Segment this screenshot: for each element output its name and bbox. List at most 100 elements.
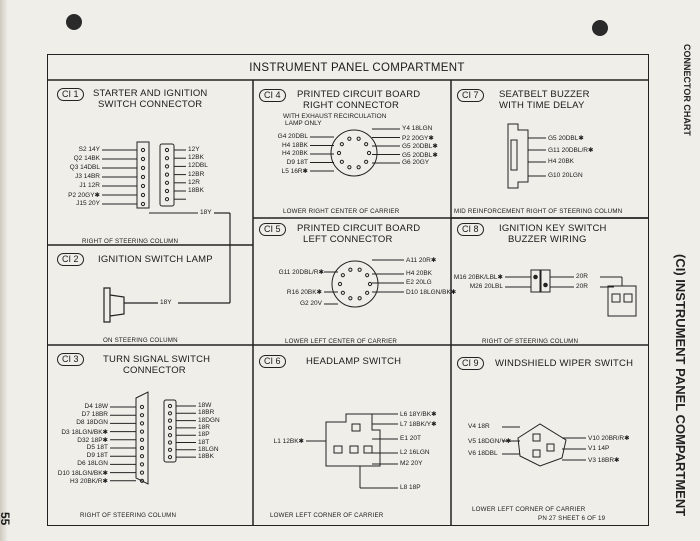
wire-label: 18P: [198, 431, 210, 439]
wire-label: G5 20DBL✱: [402, 143, 438, 150]
wire-label: D10 18LGN/BK✱: [406, 289, 457, 296]
connector-subtitle: SWITCH CONNECTOR: [98, 99, 203, 110]
wire-label: G5 20DBL✱: [402, 151, 438, 159]
wire-label: 18DGN: [198, 416, 220, 424]
wire-label: Q3 14DBL: [69, 164, 100, 171]
wire-label: H4 20BK: [406, 270, 433, 277]
terminal-pin: [347, 136, 352, 141]
wire-label: 18BK: [198, 453, 214, 461]
connector-title: PRINTED CIRCUIT BOARD: [297, 89, 421, 100]
sheet-reference: PN 27 SHEET 6 OF 19: [538, 515, 606, 522]
terminal-pin: [357, 296, 362, 301]
terminal-pin: [356, 136, 361, 141]
location-caption: ON STEERING COLUMN: [103, 337, 178, 344]
wire-label: D9 18T: [86, 452, 108, 460]
wire-label: G6 20GY: [402, 159, 430, 166]
binder-hole-left: [66, 14, 82, 30]
connector-title: SEATBELT BUZZER: [499, 89, 590, 100]
terminal-pin: [139, 462, 145, 467]
wire-label: G11 20DBL/R✱: [278, 269, 324, 276]
terminal-pin: [364, 142, 369, 147]
wire-label: V3 18BR✱: [588, 457, 620, 464]
terminal-pin: [139, 470, 145, 475]
terminal-pin: [139, 429, 145, 434]
wire-label: D3 18LGN/BK✱: [61, 428, 108, 436]
connector-note: WITH EXHAUST RECIRCULATION: [283, 113, 387, 120]
location-caption: LOWER LEFT CORNER OF CARRIER: [270, 512, 384, 519]
connector-title: IGNITION SWITCH LAMP: [98, 254, 213, 265]
wire-label: 18Y: [160, 299, 172, 306]
wire-label: 12Y: [188, 146, 200, 153]
wire-label: D4 18W: [84, 403, 108, 410]
wire-label: V10 20BR/R✱: [588, 435, 630, 442]
page-binding: [0, 0, 8, 541]
wire-label: 12R: [188, 178, 200, 186]
terminal-pin: [367, 281, 373, 287]
wire-label: P2 20GY✱: [402, 134, 434, 142]
terminal-pin: [139, 454, 145, 459]
terminal-pin: [140, 201, 146, 207]
location-caption: LOWER LEFT CORNER OF CARRIER: [472, 506, 586, 513]
connector-subtitle: WITH TIME DELAY: [499, 100, 585, 111]
connector-title: PRINTED CIRCUIT BOARD: [297, 223, 421, 234]
binder-hole-right: [592, 20, 608, 36]
wire-label: D9 18T: [286, 158, 308, 166]
terminal-pin: [164, 197, 170, 202]
wire-label: 18LGN: [198, 445, 219, 453]
wire-label: M16 20BK/LBL✱: [453, 274, 503, 281]
terminal-pin: [167, 455, 173, 460]
terminal-pin: [366, 150, 372, 156]
terminal-pin: [339, 142, 344, 147]
location-caption: LOWER RIGHT CENTER OF CARRIER: [283, 208, 400, 215]
main-title: INSTRUMENT PANEL COMPARTMENT: [249, 62, 465, 74]
connector-subtitle: LEFT CONNECTOR: [303, 234, 393, 245]
terminal-pin: [357, 267, 362, 272]
connector-tag: CI 6: [259, 355, 286, 368]
wire-label: L1 12BK✱: [273, 438, 304, 445]
connector-title: HEADLAMP SWITCH: [306, 356, 402, 367]
connector-subtitle: BUZZER WIRING: [508, 234, 587, 245]
wire-label: G11 20DBL/R✱: [548, 147, 594, 154]
wire-label: 18T: [198, 438, 210, 446]
connector-title: WINDSHIELD WIPER SWITCH: [495, 358, 634, 369]
connector-subtitle: CONNECTOR: [123, 365, 186, 376]
wire-label: 20R: [576, 283, 588, 290]
wire-label: M2 20Y: [400, 460, 423, 467]
terminal-pin: [167, 403, 173, 409]
wire-label: D6 18LGN: [77, 460, 108, 468]
wire-label: 18Y: [200, 209, 212, 216]
wire-label: G5 20DBL✱: [548, 135, 584, 142]
wire-label: S2 14Y: [78, 146, 100, 153]
terminal-pin: [365, 290, 370, 295]
terminal-pin: [340, 290, 345, 295]
wire-label: V6 18DBL: [468, 450, 498, 457]
connector-tag: CI 9: [457, 357, 484, 370]
wire-label: Y4 18LGN: [402, 125, 433, 132]
terminal-pin: [140, 174, 146, 180]
diagram-frame: [47, 54, 649, 526]
location-caption: RIGHT OF STEERING COLUMN: [82, 238, 179, 245]
terminal-pin: [164, 164, 170, 169]
terminal-pin: [336, 150, 342, 156]
wire-label: G10 20LGN: [548, 172, 583, 179]
wire-label: J3 14BR: [75, 173, 100, 180]
terminal-pin: [364, 159, 369, 164]
connector-tag: CI 4: [259, 89, 286, 102]
terminal-pin: [140, 147, 146, 153]
terminal-pin: [167, 433, 173, 438]
wire-label: 20R: [576, 273, 588, 280]
terminal-pin: [140, 165, 146, 171]
terminal-pin: [140, 156, 146, 162]
connector-tag: CI 8: [457, 223, 484, 236]
wire-label: E1 20T: [400, 435, 421, 442]
terminal-pin: [356, 165, 361, 170]
terminal-pin: [348, 296, 353, 301]
